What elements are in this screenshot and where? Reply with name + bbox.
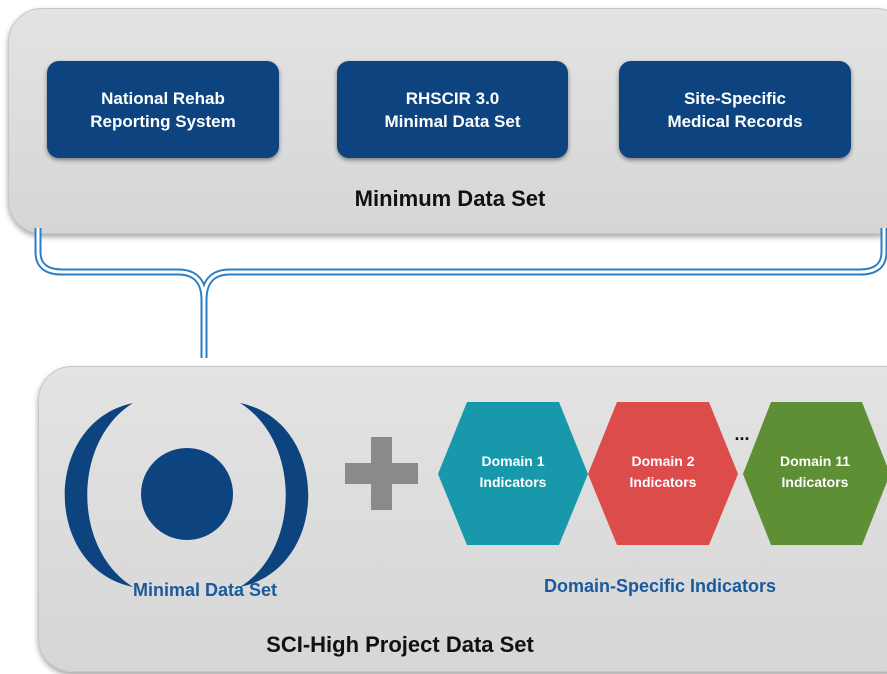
brace-connector-inner: [36, 228, 886, 358]
left-crescent: [64, 403, 133, 587]
minimal-data-set-icon: [64, 403, 309, 587]
brace-connector: [34, 228, 887, 358]
national-rehab-reporting-box: National Rehab Reporting System: [47, 61, 279, 158]
domain-11-label: Domain 11: [780, 453, 850, 469]
site-specific-records-box: Site-Specific Medical Records: [619, 61, 851, 158]
domain-2-indicator: Domain 2 Indicators: [588, 402, 738, 545]
rhscir-minimal-data-box: RHSCIR 3.0 Minimal Data Set: [337, 61, 568, 158]
plus-icon: [345, 437, 418, 510]
sci-high-project-title: SCI-High Project Data Set: [266, 632, 534, 657]
domain-11-sublabel: Indicators: [782, 474, 849, 490]
domain-2-label: Domain 2: [631, 453, 694, 469]
minimal-data-set-label: Minimal Data Set: [132, 580, 278, 600]
domain-1-label: Domain 1: [481, 453, 544, 469]
ellipsis: ...: [734, 424, 749, 444]
minimum-data-set-title: Minimum Data Set: [354, 186, 546, 211]
center-circle: [141, 448, 233, 540]
right-crescent: [240, 403, 309, 587]
domain-specific-indicators-label: Domain-Specific Indicators: [543, 576, 777, 596]
domain-2-sublabel: Indicators: [630, 474, 697, 490]
domain-1-sublabel: Indicators: [480, 474, 547, 490]
brace-connector-outer: [34, 228, 887, 358]
domain-1-indicator: Domain 1 Indicators: [438, 402, 588, 545]
domain-11-indicator: Domain 11 Indicators: [743, 402, 887, 545]
